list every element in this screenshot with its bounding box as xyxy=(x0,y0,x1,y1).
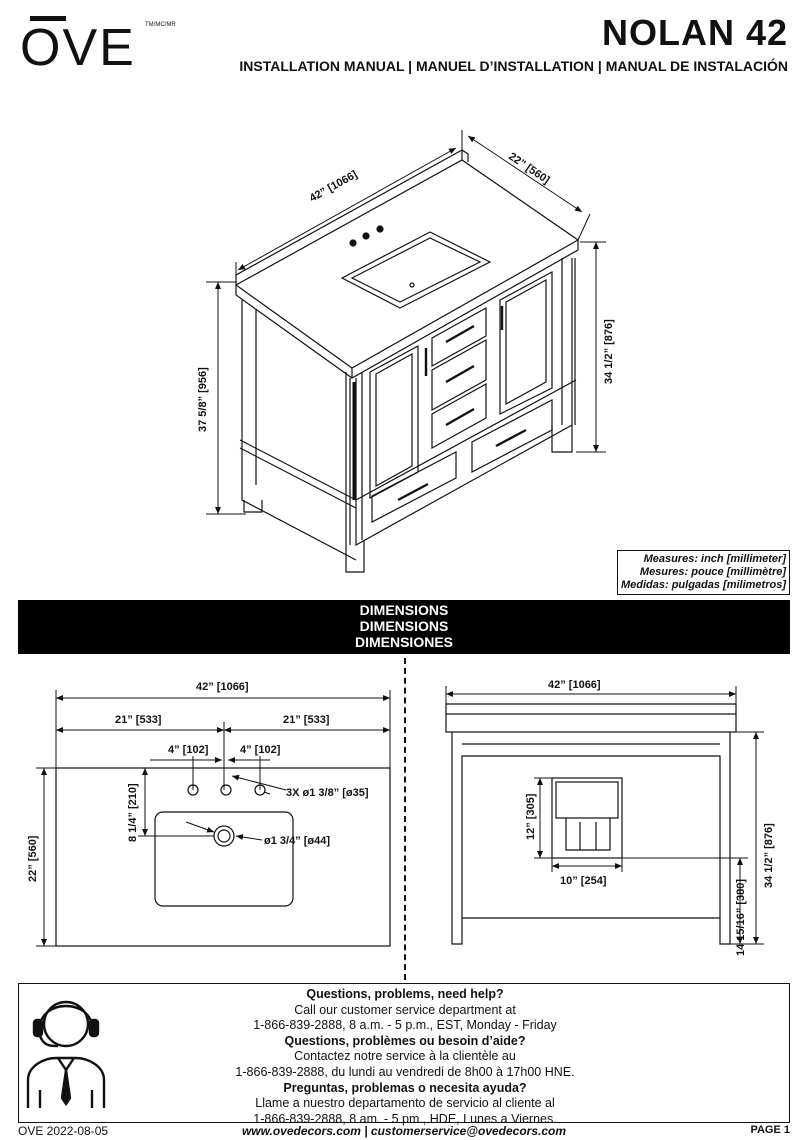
logo-macron xyxy=(30,16,66,21)
banner-fr: DIMENSIONS xyxy=(359,618,449,634)
page-number: PAGE 1 xyxy=(750,1124,790,1136)
drain-label: ø1 3/4” [ø44] xyxy=(264,835,330,847)
iso-dimension-lines xyxy=(206,130,606,515)
trademark-mark: TM/MC/MR xyxy=(145,22,176,28)
holes-label: 3X ø1 3/8” [ø35] xyxy=(286,787,369,799)
footer-date: OVE 2022-08-05 xyxy=(18,1124,109,1138)
help-es-line2: 1-866-839-2888, 8 am. - 5 pm., HDE, Lune… xyxy=(253,1111,557,1126)
help-fr-line2: 1-866-839-2888, du lundi au vendredi de … xyxy=(235,1064,575,1079)
manual-subtitle: INSTALLATION MANUAL | MANUEL D’INSTALLAT… xyxy=(239,58,788,74)
plumb-width-label: 10” [254] xyxy=(560,875,607,887)
help-box xyxy=(18,983,790,1123)
plumb-floor-label: 14 15/16” [380] xyxy=(735,879,747,956)
isometric-vanity xyxy=(234,148,580,573)
iso-height-total-label: 37 5/8” [956] xyxy=(197,367,209,432)
measures-fr: Mesures: pouce [millimètre] xyxy=(639,566,786,578)
top-view-drawing xyxy=(55,767,391,947)
help-en-title: Questions, problems, need help? xyxy=(306,987,504,1001)
top-depth-label: 22” [560] xyxy=(27,835,39,882)
help-es-title: Preguntas, problemas o necesita ayuda? xyxy=(283,1080,527,1095)
front-view-dimension-lines xyxy=(445,686,764,945)
help-fr-title: Questions, problèmes ou besoin d’aide? xyxy=(284,1033,526,1048)
banner-en: DIMENSIONS xyxy=(359,602,449,618)
customer-support-icon xyxy=(26,1000,106,1108)
dimensions-banner: DIMENSIONS DIMENSIONS DIMENSIONES xyxy=(18,600,790,654)
measures-en: Measures: inch [millimeter] xyxy=(643,553,786,565)
drain-offset-label: 8 1/4” [210] xyxy=(127,783,139,842)
measures-es: Medidas: pulgadas [milimetros] xyxy=(620,579,786,591)
top-half-left-label: 21” [533] xyxy=(115,714,162,726)
view-divider xyxy=(404,658,406,980)
iso-width-label: 42” [1066] xyxy=(308,168,360,204)
banner-es: DIMENSIONES xyxy=(354,634,453,650)
top-width-label: 42” [1066] xyxy=(196,681,249,693)
iso-height-counter-label: 34 1/2” [876] xyxy=(603,319,615,384)
faucet-left-label: 4” [102] xyxy=(168,744,209,756)
help-text: Questions, problems, need help? Call our… xyxy=(180,987,630,1127)
help-en-line1: Call our customer service department at xyxy=(294,1002,516,1017)
footer-contact[interactable]: www.ovedecors.com | customerservice@oved… xyxy=(241,1124,567,1138)
help-fr-line1: Contactez notre service à la clientèle a… xyxy=(294,1049,516,1064)
faucet-right-label: 4” [102] xyxy=(240,744,281,756)
top-view-dimension-lines xyxy=(36,690,391,947)
front-height-label: 34 1/2” [876] xyxy=(763,823,775,888)
front-width-label: 42” [1066] xyxy=(548,679,601,691)
help-es-line1: Llame a nuestro departamento de servicio… xyxy=(255,1096,555,1111)
brand-logo: OVE xyxy=(20,19,136,77)
front-view-drawing xyxy=(445,703,737,945)
plumb-height-label: 12” [305] xyxy=(525,793,537,840)
iso-depth-label: 22” [560] xyxy=(506,151,552,187)
top-half-right-label: 21” [533] xyxy=(283,714,330,726)
measures-legend: Measures: inch [millimeter] Mesures: pou… xyxy=(616,550,790,595)
product-title: NOLAN 42 xyxy=(601,12,788,53)
help-en-line2: 1-866-839-2888, 8 a.m. - 5 p.m., EST, Mo… xyxy=(253,1018,557,1033)
